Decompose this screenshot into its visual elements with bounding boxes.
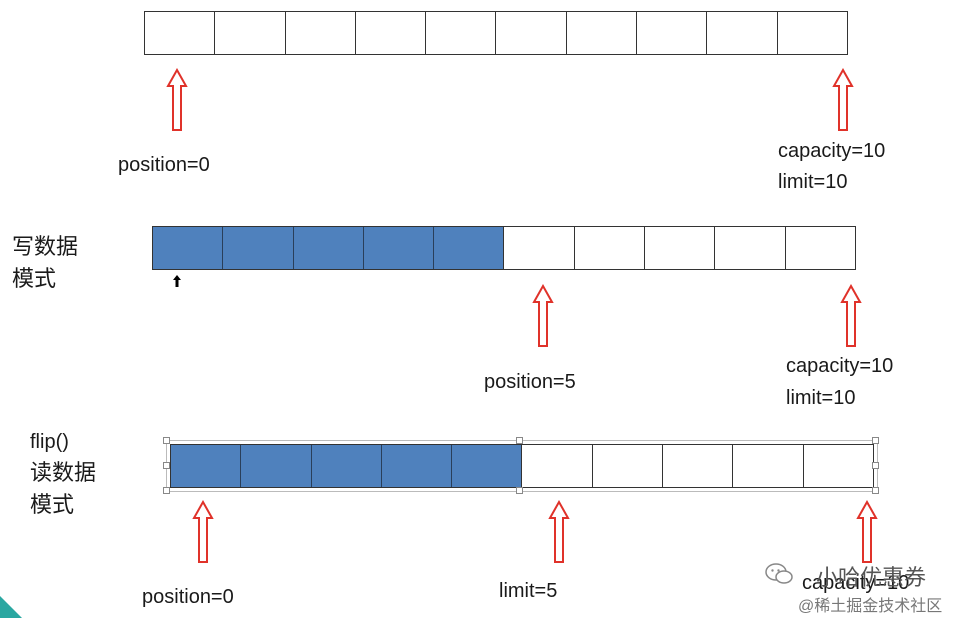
buffer-cell	[803, 445, 873, 487]
buffer-cell	[715, 227, 786, 269]
position-label: position=0	[118, 154, 210, 176]
limit-label: limit=10	[778, 171, 848, 193]
buffer-cell-filled	[293, 227, 364, 269]
watermark-title: 小哈优惠券	[816, 565, 927, 590]
buffer-cell-filled	[223, 227, 294, 269]
buffer-cell	[663, 445, 734, 487]
buffer-cell	[574, 227, 646, 269]
resize-handle[interactable]	[163, 487, 170, 494]
capacity-label: capacity=10	[802, 572, 910, 594]
resize-handle[interactable]	[872, 437, 879, 444]
wechat-icon	[765, 563, 793, 584]
buffer-cell-filled	[381, 445, 453, 487]
position-label: position=5	[484, 371, 576, 393]
buffer-cell-filled	[171, 445, 242, 487]
buffer-cell	[785, 227, 855, 269]
up-arrow-icon	[166, 68, 188, 131]
capacity-label: capacity=10	[786, 355, 894, 377]
position-label: position=0	[142, 586, 234, 608]
buffer-cell-filled	[434, 227, 505, 269]
resize-handle[interactable]	[516, 437, 523, 444]
resize-handle[interactable]	[872, 487, 879, 494]
buffer-cell	[215, 12, 286, 54]
up-arrow-icon	[840, 284, 862, 347]
buffer-cell	[733, 445, 804, 487]
up-arrow-icon	[532, 284, 554, 347]
buffer-cell	[145, 12, 216, 54]
limit-label: limit=10	[786, 387, 856, 409]
buffer-cell	[707, 12, 778, 54]
mode-label: 写数据	[12, 234, 79, 259]
watermark-site: @稀土掘金技术社区	[798, 598, 943, 615]
buffer-cell-filled	[241, 445, 312, 487]
buffer-cell	[496, 12, 567, 54]
buffer-row2	[152, 226, 856, 270]
up-arrow-icon	[548, 500, 570, 563]
resize-handle[interactable]	[872, 462, 879, 469]
mode-label: 读数据	[30, 460, 97, 485]
buffer-row1	[144, 11, 848, 55]
buffer-cell-filled	[311, 445, 382, 487]
buffer-cell	[285, 12, 356, 54]
buffer-row3	[170, 444, 874, 488]
mode-label: 模式	[12, 266, 57, 291]
buffer-cell	[504, 227, 575, 269]
resize-handle[interactable]	[516, 487, 523, 494]
buffer-cell	[592, 445, 664, 487]
up-arrow-icon	[192, 500, 214, 563]
up-arrow-icon	[856, 500, 878, 563]
resize-handle[interactable]	[163, 462, 170, 469]
buffer-cell-filled	[153, 227, 224, 269]
resize-handle[interactable]	[163, 437, 170, 444]
corner-decoration	[0, 596, 22, 618]
buffer-cell	[645, 227, 716, 269]
mode-label: flip()	[30, 431, 69, 453]
buffer-cell	[777, 12, 847, 54]
up-arrow-icon	[832, 68, 854, 131]
mode-label: 模式	[30, 492, 75, 517]
limit-label: limit=5	[499, 580, 558, 602]
buffer-cell	[566, 12, 638, 54]
buffer-cell	[426, 12, 497, 54]
buffer-cell	[522, 445, 593, 487]
buffer-cell	[355, 12, 427, 54]
buffer-cell-filled	[452, 445, 523, 487]
buffer-cell-filled	[363, 227, 435, 269]
capacity-label: capacity=10	[778, 140, 886, 162]
cursor-arrow-icon	[173, 275, 181, 287]
buffer-cell	[637, 12, 708, 54]
